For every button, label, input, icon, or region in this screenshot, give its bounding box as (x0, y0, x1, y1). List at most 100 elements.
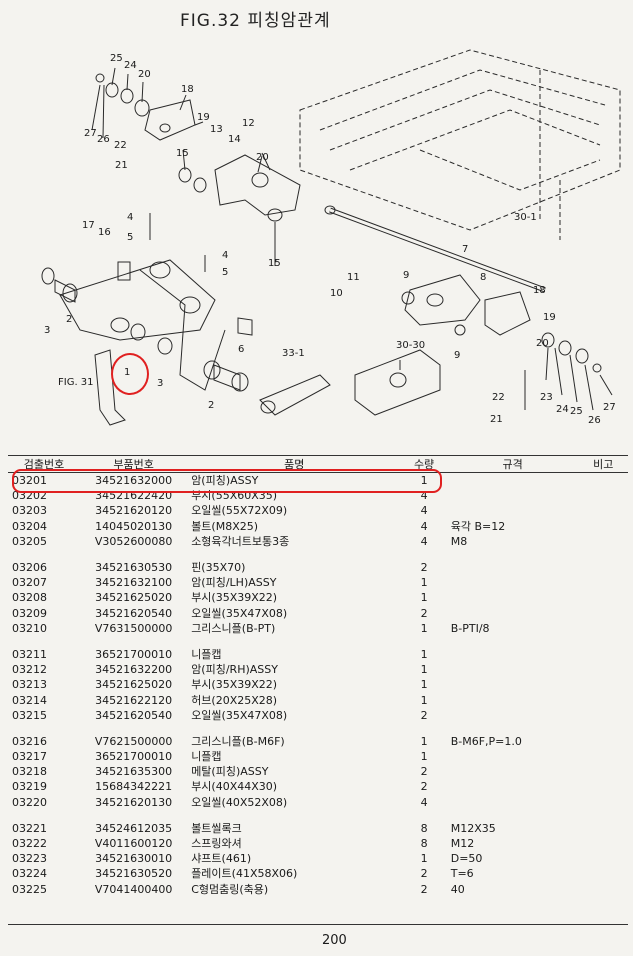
cell-part-no: 34521620540 (95, 606, 173, 620)
cell-part-name: 부시(40X44X30) (191, 780, 278, 794)
cell-lookup-no: 03215 (12, 708, 47, 722)
cell-qty: 2 (420, 867, 428, 881)
cell-note (579, 519, 628, 534)
svg-text:3: 3 (157, 378, 163, 389)
parts-table-header: 검출번호 부품번호 품명 수량 규격 비고 (8, 455, 628, 473)
cell-lookup-no: 03205 (12, 534, 47, 548)
cell-part-name: 스프링와셔 (191, 837, 242, 851)
cell-spec: D=50 (450, 852, 483, 866)
cell-note (579, 590, 628, 605)
svg-text:24: 24 (124, 60, 137, 71)
cell-part-no: 34521625020 (95, 591, 173, 605)
cell-qty: 2 (420, 780, 428, 794)
svg-text:7: 7 (462, 244, 468, 255)
cell-lookup-no: 03216 (12, 734, 47, 748)
cell-part-no: 36521700010 (95, 750, 173, 764)
cell-spec (447, 647, 579, 662)
cell-part-name: 그리스니플(B-M6F) (191, 734, 285, 748)
cell-note (579, 473, 628, 489)
cell-part-name: 오일씰(35X47X08) (191, 606, 288, 620)
page-number: 200 (322, 933, 347, 948)
cell-note (579, 734, 628, 749)
svg-text:26: 26 (588, 415, 601, 426)
cell-qty: 1 (420, 647, 428, 661)
cell-note (579, 882, 628, 897)
cell-lookup-no: 03222 (12, 837, 47, 851)
svg-text:19: 19 (543, 312, 556, 323)
svg-text:11: 11 (347, 272, 360, 283)
cell-qty: 1 (420, 663, 428, 677)
frame-outline (299, 49, 621, 240)
svg-text:2: 2 (208, 400, 214, 411)
cell-qty: 4 (420, 519, 428, 533)
cell-part-no: V7041400400 (94, 882, 173, 896)
cell-qty: 2 (420, 882, 428, 896)
cell-note (579, 851, 628, 866)
cell-lookup-no: 03218 (12, 765, 47, 779)
svg-text:20: 20 (536, 338, 549, 349)
cell-qty: 1 (420, 576, 428, 590)
svg-text:22: 22 (114, 140, 127, 151)
svg-text:21: 21 (490, 414, 503, 425)
cell-qty: 1 (420, 621, 428, 635)
cell-lookup-no: 03208 (12, 591, 47, 605)
cell-note (579, 764, 628, 779)
cell-part-name: 암(피칭)ASSY (191, 474, 259, 488)
header-part-no: 부품번호 (80, 455, 188, 473)
cell-spec (447, 692, 579, 707)
svg-text:5: 5 (222, 267, 228, 278)
cell-lookup-no: 03203 (12, 504, 47, 518)
cell-part-no: 34521630530 (95, 561, 173, 575)
cell-spec (447, 488, 579, 503)
cell-lookup-no: 03225 (12, 882, 47, 896)
cell-lookup-no: 03213 (12, 678, 47, 692)
cell-part-name: 그리스니플(B-PT) (191, 621, 276, 635)
cell-note (579, 534, 628, 549)
cell-qty: 1 (420, 678, 428, 692)
cell-spec: 육각 B=12 (450, 519, 506, 533)
svg-text:12: 12 (242, 118, 255, 129)
cell-note (579, 503, 628, 518)
svg-text:26: 26 (97, 134, 110, 145)
svg-text:25: 25 (110, 53, 123, 64)
cell-qty: 8 (420, 821, 428, 835)
cell-note (579, 488, 628, 503)
spacer-cell (8, 723, 628, 734)
svg-text:33-1: 33-1 (282, 348, 305, 359)
cell-note (579, 779, 628, 794)
cell-lookup-no: 03211 (12, 647, 47, 661)
cell-lookup-no: 03217 (12, 750, 47, 764)
cell-part-no: 34524612035 (95, 821, 173, 835)
svg-text:30-1: 30-1 (514, 212, 537, 223)
cell-qty: 1 (420, 474, 428, 488)
svg-text:FIG. 31: FIG. 31 (58, 377, 94, 388)
svg-text:14: 14 (228, 134, 241, 145)
highlight-row-box (12, 469, 442, 493)
svg-text:19: 19 (197, 112, 210, 123)
svg-text:24: 24 (556, 404, 569, 415)
cell-spec: M12 (450, 837, 475, 851)
cell-spec: M8 (450, 534, 468, 548)
svg-text:6: 6 (238, 344, 244, 355)
cell-spec (447, 503, 579, 518)
cell-spec (447, 764, 579, 779)
svg-text:2: 2 (66, 314, 72, 325)
svg-text:9: 9 (403, 270, 409, 281)
svg-text:16: 16 (98, 227, 111, 238)
cell-spec: 40 (450, 882, 465, 896)
cell-qty: 4 (420, 504, 428, 518)
highlight-circle (111, 353, 149, 395)
header-spec: 규격 (446, 455, 579, 473)
cell-part-name: 볼트(M8X25) (191, 519, 259, 533)
svg-text:18: 18 (181, 84, 194, 95)
cell-qty: 4 (420, 489, 428, 503)
cell-part-no: 34521620540 (95, 708, 173, 722)
